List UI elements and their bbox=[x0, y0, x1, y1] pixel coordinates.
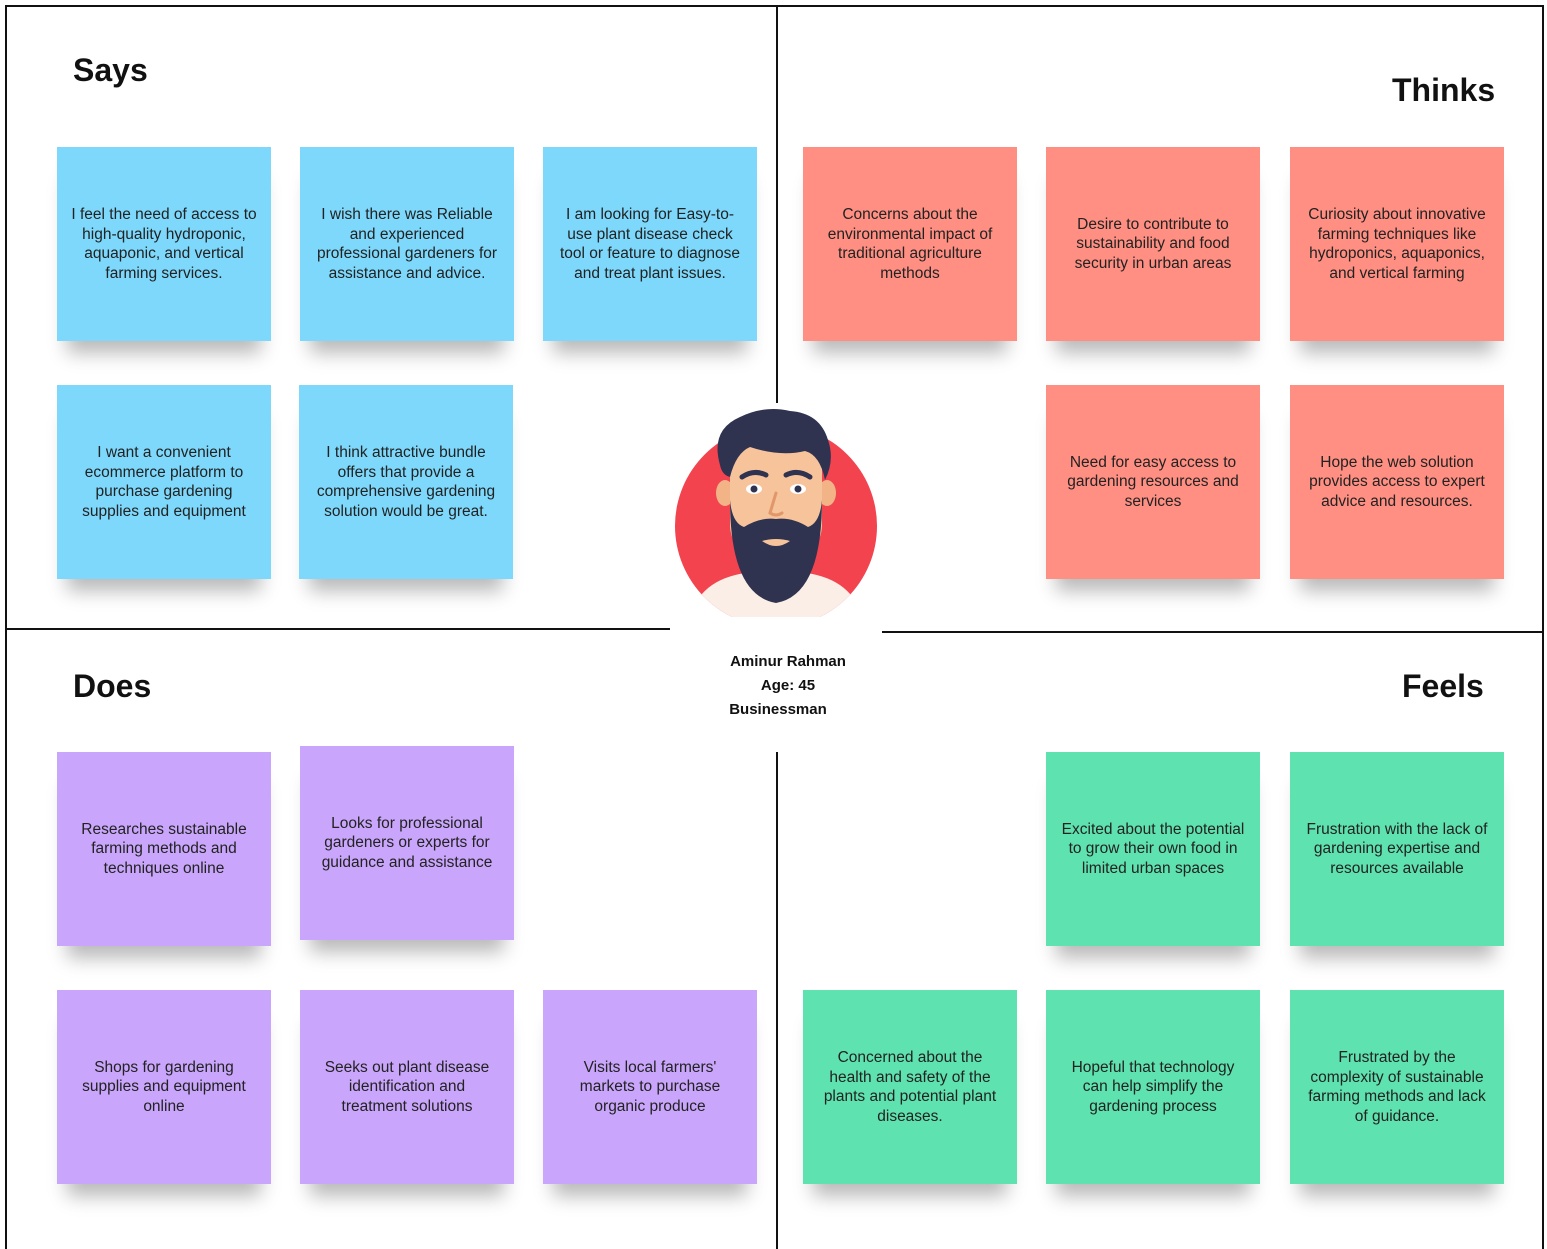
vertical-divider-bottom bbox=[776, 752, 778, 1249]
empathy-map-frame bbox=[5, 5, 1544, 1249]
does-note: Shops for gardening supplies and equipme… bbox=[57, 990, 271, 1184]
says-note: I am looking for Easy-to-use plant disea… bbox=[543, 147, 757, 341]
says-title: Says bbox=[73, 52, 148, 88]
thinks-note: Hope the web solution provides access to… bbox=[1290, 385, 1504, 579]
thinks-note: Desire to contribute to sustainability a… bbox=[1046, 147, 1260, 341]
does-title: Does bbox=[73, 668, 152, 704]
does-note: Researches sustainable farming methods a… bbox=[57, 752, 271, 946]
says-note: I want a convenient ecommerce platform t… bbox=[57, 385, 271, 579]
says-note: I wish there was Reliable and experience… bbox=[300, 147, 514, 341]
feels-note: Frustration with the lack of gardening e… bbox=[1290, 752, 1504, 946]
thinks-note: Curiosity about innovative farming techn… bbox=[1290, 147, 1504, 341]
says-note: I feel the need of access to high-qualit… bbox=[57, 147, 271, 341]
does-note: Visits local farmers' markets to purchas… bbox=[543, 990, 757, 1184]
thinks-note: Need for easy access to gardening resour… bbox=[1046, 385, 1260, 579]
feels-note: Excited about the potential to grow thei… bbox=[1046, 752, 1260, 946]
persona-avatar bbox=[675, 409, 877, 617]
thinks-title: Thinks bbox=[1392, 72, 1496, 108]
says-note: I think attractive bundle offers that pr… bbox=[299, 385, 513, 579]
feels-note: Hopeful that technology can help simplif… bbox=[1046, 990, 1260, 1184]
feels-note: Frustrated by the complexity of sustaina… bbox=[1290, 990, 1504, 1184]
persona-age: Age: 45 bbox=[760, 677, 816, 694]
does-note: Looks for professional gardeners or expe… bbox=[300, 746, 514, 940]
thinks-note: Concerns about the environmental impact … bbox=[803, 147, 1017, 341]
horizontal-divider-right bbox=[882, 631, 1544, 633]
feels-title: Feels bbox=[1402, 668, 1484, 704]
horizontal-divider-left bbox=[5, 628, 670, 630]
persona-name: Aminur Rahman bbox=[730, 653, 846, 670]
vertical-divider-top bbox=[776, 5, 778, 403]
feels-note: Concerned about the health and safety of… bbox=[803, 990, 1017, 1184]
persona-occupation: Businessman bbox=[729, 701, 827, 718]
does-note: Seeks out plant disease identification a… bbox=[300, 990, 514, 1184]
